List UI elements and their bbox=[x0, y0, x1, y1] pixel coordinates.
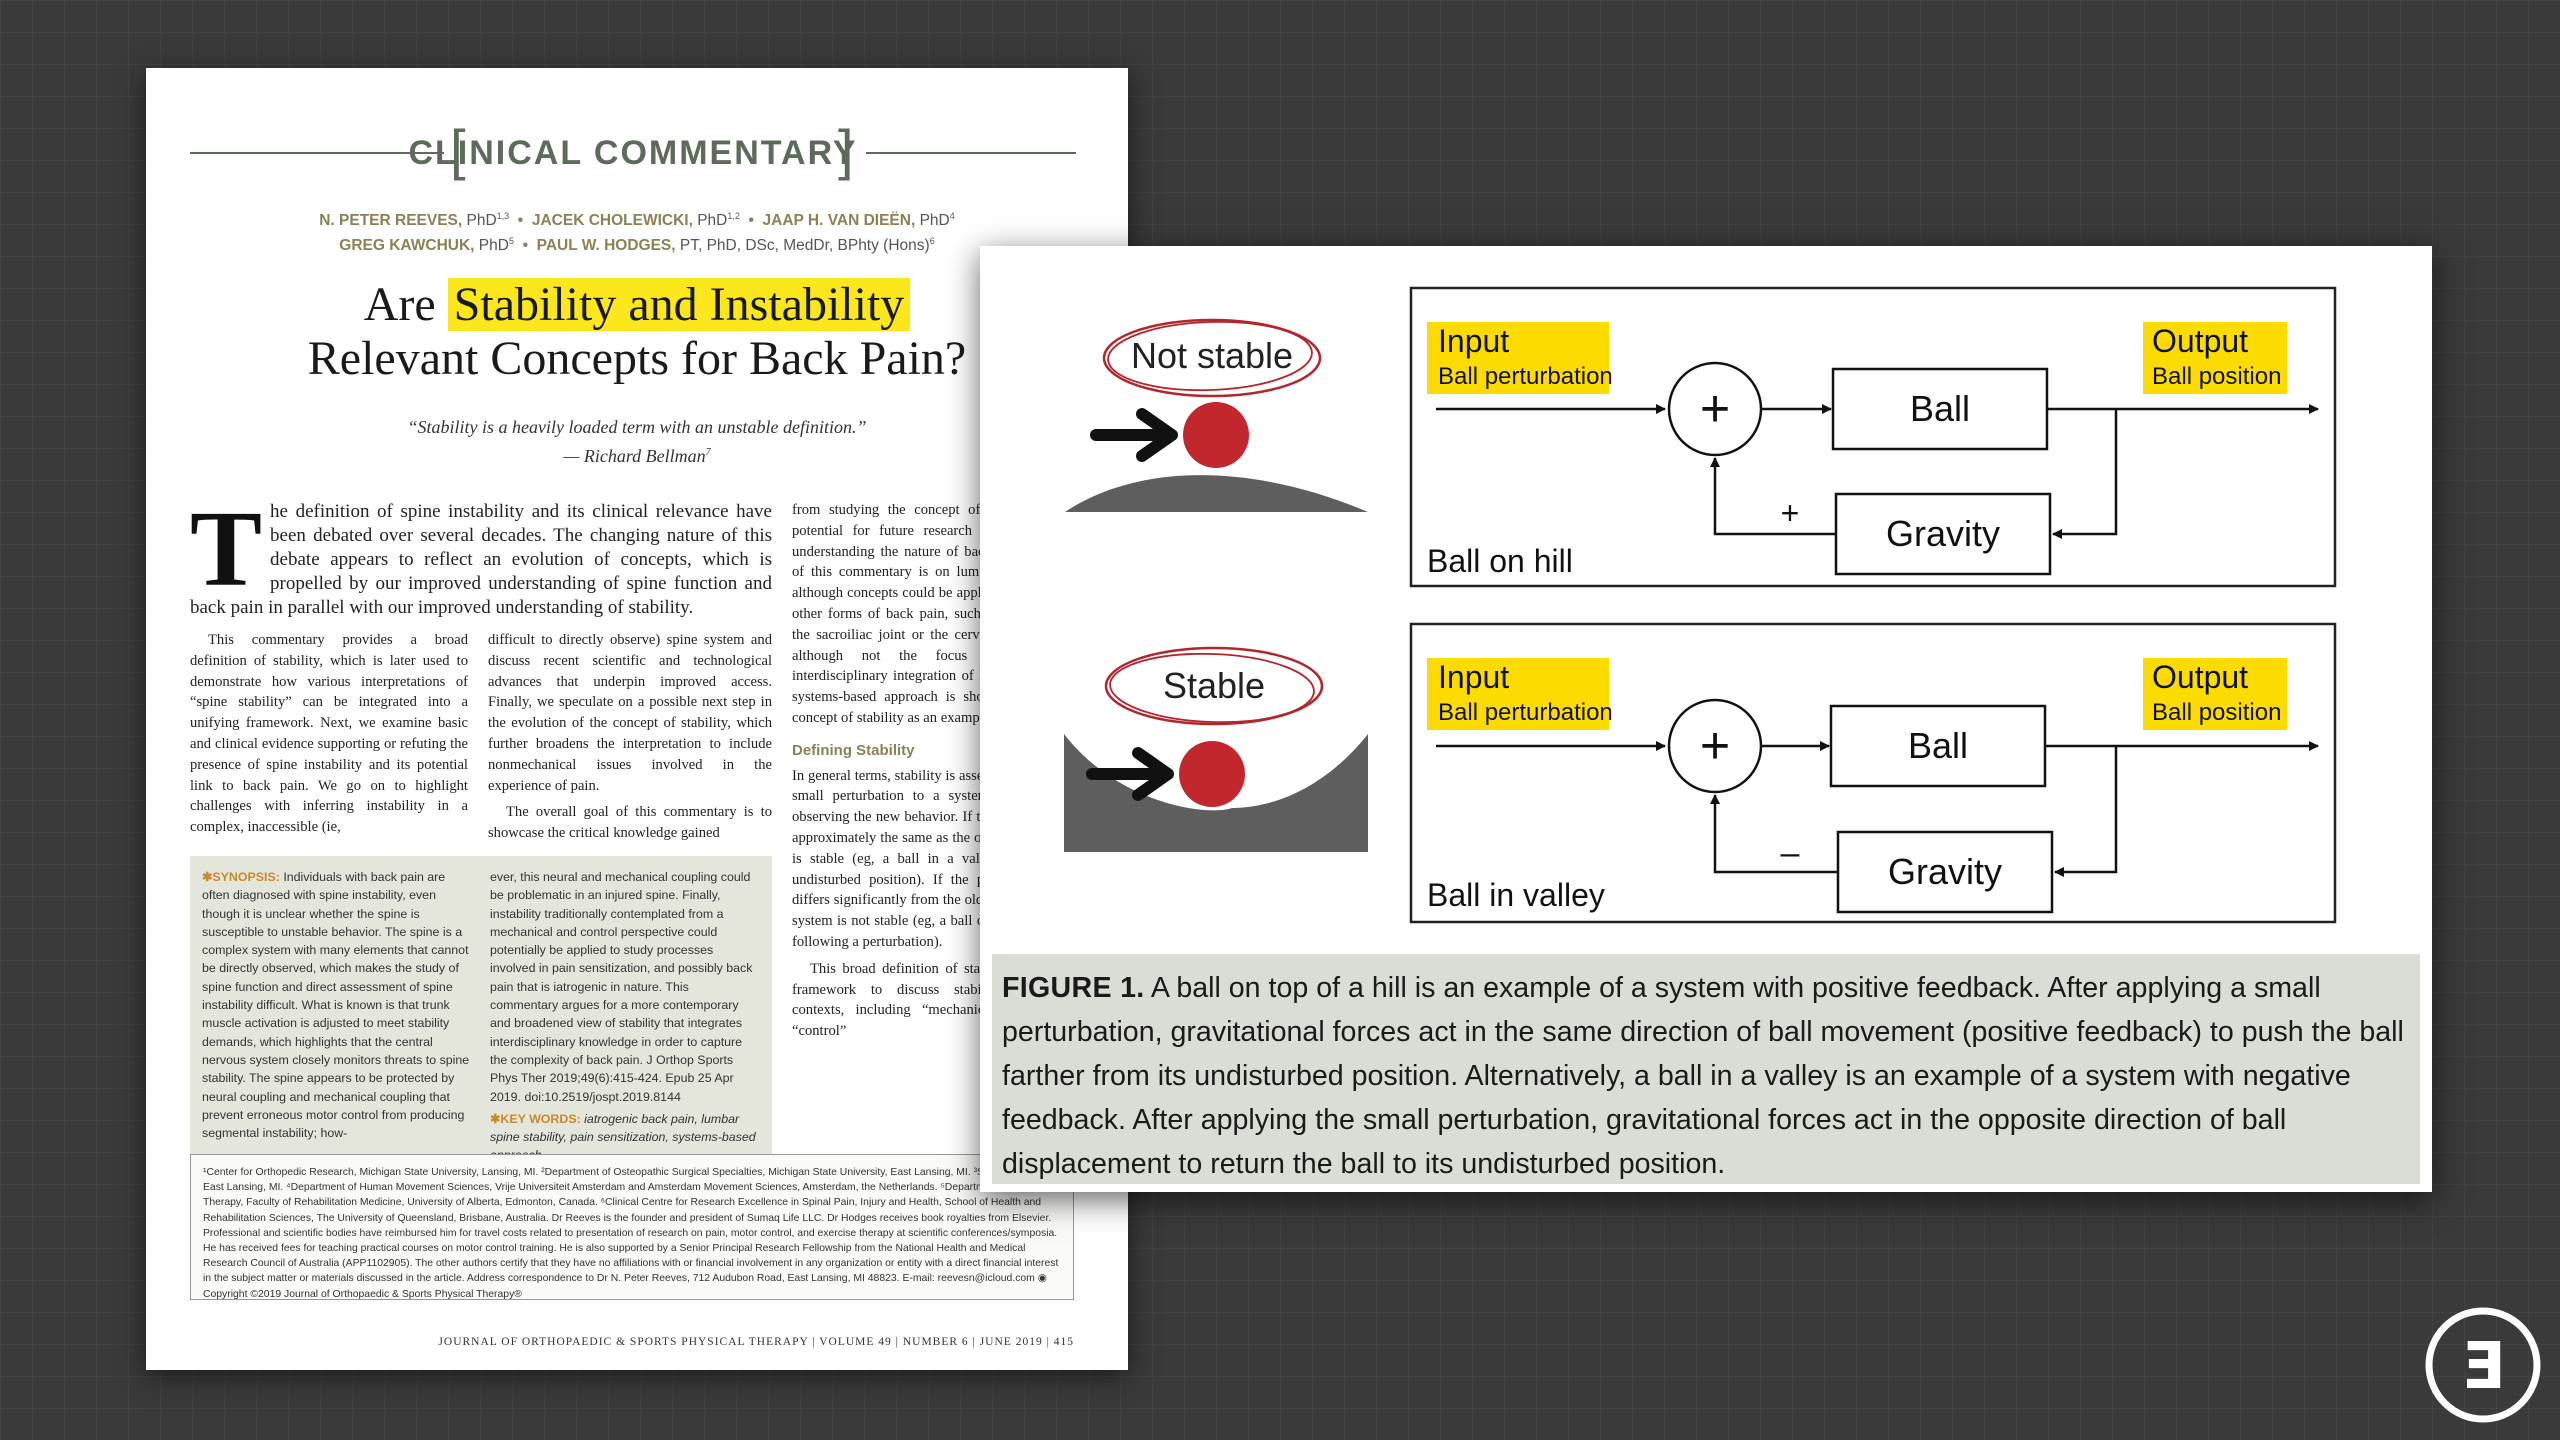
bracket-left: [ bbox=[450, 118, 466, 181]
feedback-sign-positive: + bbox=[1781, 495, 1800, 531]
gravity-block bbox=[1834, 492, 2052, 576]
ball-in-valley bbox=[1179, 741, 1245, 807]
column-left: This commentary provides a broad definit… bbox=[190, 630, 468, 844]
hand-drawn-circle bbox=[1107, 320, 1313, 392]
output-label-box bbox=[2143, 322, 2287, 394]
ball-on-hill bbox=[1183, 402, 1249, 468]
author-kawchuk: GREG KAWCHUK, PhD5 bbox=[339, 236, 514, 255]
article-title: Are Stability and Instability Relevant C… bbox=[186, 278, 1088, 386]
hand-drawn-circle bbox=[1102, 318, 1322, 398]
output-sublabel: Ball position bbox=[2152, 699, 2281, 726]
input-label-box bbox=[1427, 658, 1609, 730]
journal-footer: JOURNAL OF ORTHOPAEDIC & SPORTS PHYSICAL… bbox=[438, 1336, 1074, 1348]
feedback-arrow bbox=[2052, 409, 2118, 539]
input-label: Input bbox=[1438, 659, 1509, 695]
hand-drawn-circle bbox=[1104, 646, 1324, 726]
journal-page: [ CLINICAL COMMENTARY ] N. PETER REEVES,… bbox=[146, 68, 1128, 1370]
author-list: N. PETER REEVES, PhD1,3 • JACEK CHOLEWIC… bbox=[226, 206, 1048, 256]
block-diagram-negative-feedback: Input Ball perturbation Output Ball posi… bbox=[1409, 622, 2337, 924]
logo-glyph: Ǝ bbox=[2461, 1330, 2505, 1404]
figure-caption: FIGURE 1. A ball on top of a hill is an … bbox=[992, 954, 2420, 1184]
synopsis-col-1: ✱SYNOPSIS: Individuals with back pain ar… bbox=[202, 870, 470, 1141]
stable-label: Stable bbox=[1163, 665, 1265, 706]
epigraph-author: — Richard Bellman7 bbox=[563, 446, 711, 466]
author-line-1: N. PETER REEVES, PhD1,3 • JACEK CHOLEWIC… bbox=[319, 211, 955, 230]
subhead-defining-stability: Defining Stability bbox=[792, 741, 915, 759]
figure-caption-label: FIGURE 1. bbox=[1002, 972, 1145, 1004]
body-paragraph: The overall goal of this commentary is t… bbox=[488, 804, 772, 842]
push-arrow-head-icon bbox=[1132, 747, 1174, 801]
sum-symbol: + bbox=[1700, 717, 1730, 775]
bracket-right: ] bbox=[838, 118, 854, 181]
not-stable-label: Not stable bbox=[1131, 335, 1293, 376]
author-hodges: PAUL W. HODGES, PT, PhD, DSc, MedDr, BPh… bbox=[536, 236, 935, 255]
column-middle: difficult to directly observe) spine sys… bbox=[488, 630, 772, 850]
output-label: Output bbox=[2152, 659, 2248, 695]
input-label-box bbox=[1427, 322, 1609, 394]
gravity-to-sum-arrow bbox=[1710, 794, 1838, 874]
section-rule-left bbox=[190, 152, 444, 154]
sum-symbol: + bbox=[1700, 380, 1730, 438]
valley-illustration: Stable bbox=[1064, 646, 1368, 852]
input-sublabel: Ball perturbation bbox=[1438, 363, 1613, 390]
section-label: CLINICAL COMMENTARY bbox=[408, 134, 858, 172]
affiliations-footnote: ¹Center for Orthopedic Research, Michiga… bbox=[190, 1154, 1074, 1300]
output-label: Output bbox=[2152, 323, 2248, 359]
figure-caption-text: A ball on top of a hill is an example of… bbox=[1002, 972, 2404, 1180]
synopsis-col-2: ever, this neural and mechanical couplin… bbox=[490, 868, 760, 1165]
figure-card: Not stable Stable Input Ball perturbatio… bbox=[980, 246, 2432, 1192]
diagram-caption-hill: Ball on hill bbox=[1427, 543, 1573, 579]
drop-cap: T bbox=[190, 490, 263, 609]
gravity-block bbox=[1836, 830, 2054, 914]
hill-illustration: Not stable bbox=[1065, 318, 1368, 512]
output-sublabel: Ball position bbox=[2152, 363, 2281, 390]
input-sublabel: Ball perturbation bbox=[1438, 699, 1613, 726]
brand-logo-icon: Ǝ bbox=[2425, 1307, 2541, 1423]
gravity-block-label: Gravity bbox=[1886, 513, 2000, 554]
epigraph-quote: “Stability is a heavily loaded term with… bbox=[407, 417, 867, 437]
push-arrow-head-icon bbox=[1136, 408, 1178, 462]
author-van-dieen: JAAP H. VAN DIEËN, PhD4 bbox=[762, 211, 955, 230]
synopsis-box: ✱SYNOPSIS: Individuals with back pain ar… bbox=[190, 856, 772, 1194]
author-reeves: N. PETER REEVES, PhD1,3 bbox=[319, 211, 510, 230]
input-label: Input bbox=[1438, 323, 1509, 359]
section-header: [ CLINICAL COMMENTARY ] bbox=[190, 118, 1076, 181]
title-line-2: Relevant Concepts for Back Pain? bbox=[307, 332, 967, 385]
hill-shape bbox=[1065, 475, 1368, 512]
figure-diagram: Not stable Stable Input Ball perturbatio… bbox=[1064, 286, 2337, 924]
title-prefix: Are bbox=[363, 278, 436, 331]
author-line-2: GREG KAWCHUK, PhD5 • PAUL W. HODGES, PT,… bbox=[339, 236, 935, 255]
body-paragraph: This commentary provides a broad definit… bbox=[190, 632, 468, 836]
ball-block bbox=[1831, 367, 2049, 451]
ball-block bbox=[1829, 704, 2047, 788]
hand-drawn-circle bbox=[1109, 652, 1315, 724]
gravity-to-sum-arrow bbox=[1710, 457, 1836, 536]
feedback-sign-negative: – bbox=[1781, 834, 1800, 872]
section-rule-right bbox=[866, 152, 1076, 154]
diagram-caption-valley: Ball in valley bbox=[1427, 877, 1605, 913]
valley-shape bbox=[1064, 734, 1368, 852]
author-cholewicki: JACEK CHOLEWICKI, PhD1,2 bbox=[531, 211, 740, 230]
feedback-arrow bbox=[2054, 746, 2118, 877]
synopsis-label: ✱SYNOPSIS: bbox=[202, 870, 280, 884]
ball-block-label: Ball bbox=[1910, 388, 1970, 429]
ball-block-label: Ball bbox=[1908, 725, 1968, 766]
block-diagram-positive-feedback: Input Ball perturbation Output Ball posi… bbox=[1409, 286, 2337, 588]
title-highlight: Stability and Instability bbox=[447, 278, 911, 331]
epigraph: “Stability is a heavily loaded term with… bbox=[186, 414, 1088, 469]
body-paragraph: difficult to directly observe) spine sys… bbox=[488, 632, 772, 794]
keywords-label: ✱KEY WORDS: bbox=[490, 1111, 581, 1126]
gravity-block-label: Gravity bbox=[1888, 851, 2002, 892]
output-label-box bbox=[2143, 658, 2287, 730]
